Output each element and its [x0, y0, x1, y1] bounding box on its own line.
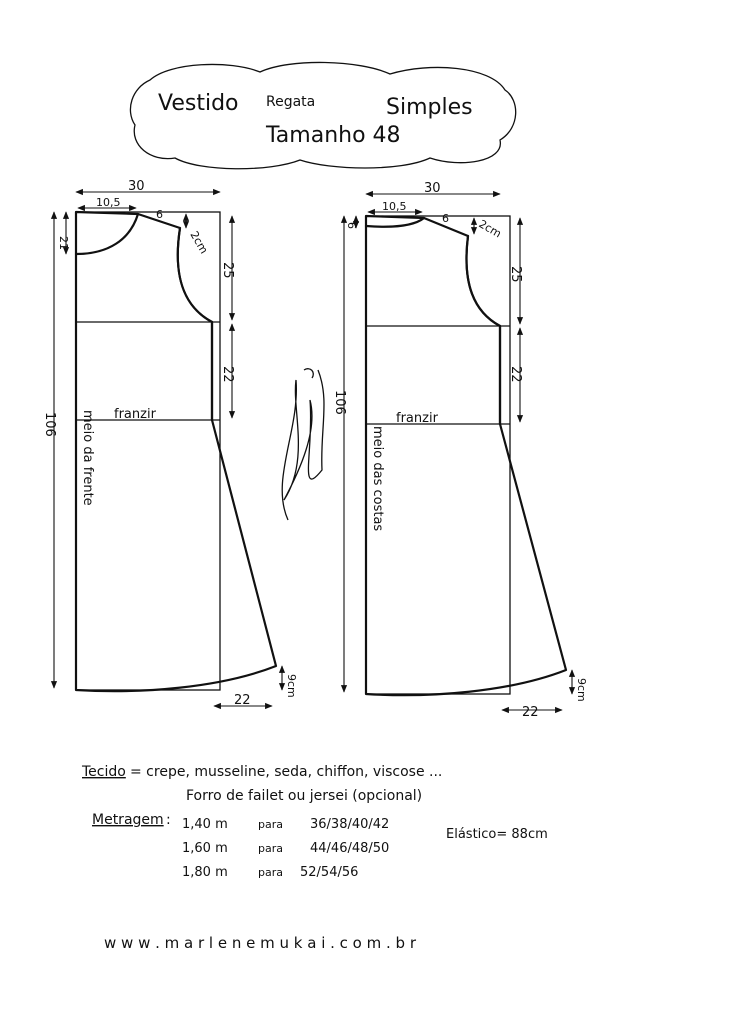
back-width-label: 30 [424, 181, 441, 196]
title-regata: Regata [266, 94, 315, 110]
front-outline [74, 210, 278, 693]
back-guide-rect [365, 215, 511, 695]
front-armhole [176, 226, 214, 324]
front-guide-rect [75, 211, 221, 691]
back-shoulder-drop-label: 2cm [477, 217, 504, 240]
yardage-sizes-1: 36/38/40/42 [310, 817, 389, 832]
yardage-sizes-2: 44/46/48/50 [310, 841, 389, 856]
back-piece: 30 10,5 6 2cm 6 25 22 106 franzir meio d… [332, 181, 588, 720]
notes: Tecido = crepe, musseline, seda, chiffon… [81, 764, 548, 880]
back-outline [364, 214, 568, 697]
cloud-outline [129, 61, 517, 170]
yardage-amount-2: 1,60 m [182, 841, 228, 856]
yardage-sep: : [166, 812, 171, 828]
front-piece: 30 10,5 6 2cm 21 25 22 106 franzir meio … [42, 179, 298, 710]
yardage-amount-1: 1,40 m [182, 817, 228, 832]
back-length-label: 106 [332, 390, 347, 415]
back-armhole-label: 25 [508, 266, 523, 283]
back-neckline [364, 216, 426, 228]
back-shoulder-label: 6 [442, 212, 449, 225]
front-center-label: meio da frente [80, 410, 95, 506]
elastic-note: Elástico= 88cm [446, 827, 548, 842]
title-simples: Simples [386, 95, 473, 120]
website-url: w w w . m a r l e n e m u k a i . c o m … [104, 934, 417, 952]
front-neck-depth-label: 21 [57, 236, 70, 250]
front-gather-label: franzir [114, 407, 157, 422]
front-length-label: 106 [42, 412, 57, 437]
lining-note: Forro de failet ou jersei (opcional) [186, 788, 422, 804]
yardage-para-2: para [258, 842, 283, 855]
title-tamanho: Tamanho 48 [265, 123, 401, 148]
signature-scribble [281, 368, 325, 521]
front-width-label: 30 [128, 179, 145, 194]
yardage-sizes-3: 52/54/56 [300, 865, 358, 880]
front-shoulder-label: 6 [156, 208, 163, 221]
title-vestido: Vestido [158, 91, 239, 116]
back-armhole [465, 234, 502, 328]
fabric-label: Tecido [81, 764, 126, 780]
back-waist-label: 22 [508, 366, 523, 383]
back-center-label: meio das costas [370, 426, 385, 531]
front-shoulder-drop-label: 2cm [187, 229, 210, 256]
signature [281, 368, 325, 521]
yardage-label: Metragem [92, 812, 164, 828]
front-waist-label: 22 [220, 366, 235, 383]
title-cloud: Vestido Regata Simples Tamanho 48 [129, 61, 517, 170]
back-gather-label: franzir [396, 411, 439, 426]
fabric-list: = crepe, musseline, seda, chiffon, visco… [130, 764, 442, 780]
yardage-amount-3: 1,80 m [182, 865, 228, 880]
yardage-para-1: para [258, 818, 283, 831]
front-hem-flare-label: 22 [234, 693, 251, 708]
back-neck-depth-label: 6 [345, 222, 358, 229]
front-hem-rise-label: 9cm [285, 674, 298, 698]
back-hem-rise-label: 9cm [575, 678, 588, 702]
back-neck-width-label: 10,5 [382, 200, 407, 213]
back-hem-flare-label: 22 [522, 705, 539, 720]
front-armhole-label: 25 [220, 262, 235, 279]
front-neck-width-label: 10,5 [96, 196, 121, 209]
front-neckline [74, 212, 140, 256]
yardage-para-3: para [258, 866, 283, 879]
